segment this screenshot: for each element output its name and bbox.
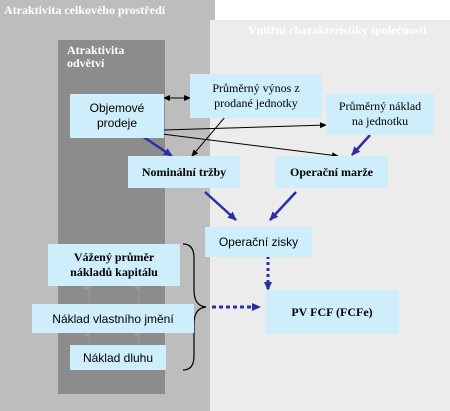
node-operacni-marze-label: Operační marže [290, 164, 373, 179]
column-title-line2: odvětví [67, 56, 105, 70]
node-naklad-dluhu-label: Náklad dluhu [82, 350, 154, 365]
node-pv-fcf-label: PV FCF (FCFe) [291, 304, 373, 319]
node-objemove-prodeje-line1: Objemové [89, 101, 145, 115]
node-naklad-vlastniho-jmeni: Náklad vlastního jmění [32, 304, 194, 333]
node-naklad-dluhu: Náklad dluhu [70, 345, 166, 370]
arrow-naklad-to-marze [351, 134, 371, 156]
node-prumerny-vynos-line2: prodané jednotky [214, 96, 298, 110]
arrow-objemove-to-naklad [163, 122, 327, 131]
node-naklad-vlastniho-jmeni-label: Náklad vlastního jmění [52, 311, 174, 326]
node-vazeny-prumer-line2: nákladů kapitálu [70, 265, 158, 279]
inner-panel-title: Vnitřní charakteristiky společnosti [248, 23, 427, 37]
node-vazeny-prumer-line1: Vážený průměr [73, 250, 155, 264]
node-prumerny-vynos-line1: Průměrný výnos z [212, 81, 300, 95]
arrow-marze-to-zisky [269, 191, 297, 221]
arrow-vynos-to-trzby [191, 116, 226, 157]
node-objemove-prodeje-line2: prodeje [96, 116, 137, 130]
node-pv-fcf: PV FCF (FCFe) [265, 290, 399, 334]
outer-panel-title: Atraktivita celkového prostředí [4, 3, 166, 17]
node-operacni-zisky-label: Operační zisky [218, 235, 299, 249]
cost-of-capital-brace [182, 243, 207, 371]
arrow-trzby-to-zisky [204, 191, 237, 221]
column-title: Atraktivita odvětví [67, 44, 124, 70]
node-prumerny-naklad-line1: Průměrný náklad [338, 99, 422, 113]
column-title-line1: Atraktivita [67, 43, 125, 57]
node-prumerny-naklad-line2: na jednotku [351, 114, 409, 128]
node-nominalni-trzby: Nominální tržby [128, 156, 240, 188]
arrow-objemove-to-marze [161, 133, 339, 159]
node-operacni-marze: Operační marže [275, 156, 388, 188]
node-nominalni-trzby-label: Nominální tržby [141, 164, 227, 179]
arrow-objemove-to-trzby [141, 134, 173, 158]
node-operacni-zisky: Operační zisky [205, 227, 312, 257]
